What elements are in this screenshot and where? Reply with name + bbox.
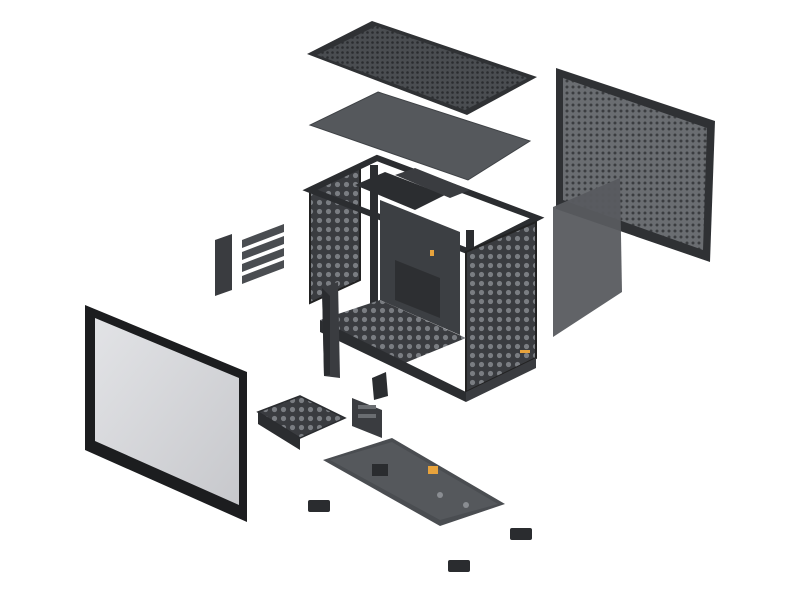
top-mesh-panel [307,21,537,115]
tempered-glass-panel [85,305,247,522]
io-bracket [352,372,388,438]
top-dust-filter [308,91,532,181]
psu-bracket [256,395,347,450]
rubber-feet [308,500,532,572]
chassis-frame [302,154,545,402]
side-dust-filter [553,178,622,337]
bottom-plate [323,438,505,526]
pcie-brackets [215,224,284,296]
small-bracket [322,282,340,378]
